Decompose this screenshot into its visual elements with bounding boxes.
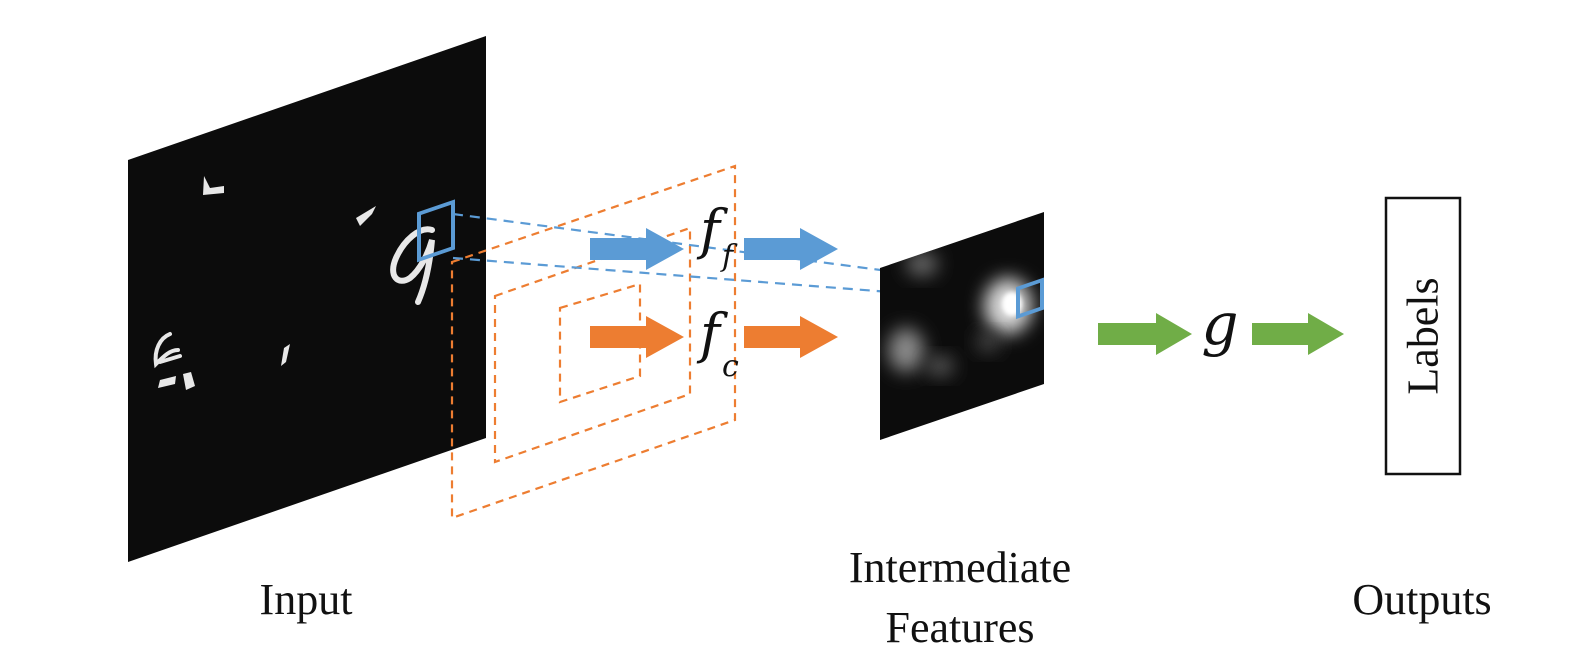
- fine-function-subscript: f: [720, 239, 738, 274]
- outputs-caption: Outputs: [1352, 575, 1491, 624]
- labels-box-frame: [1384, 196, 1462, 476]
- intermediate-feature-map: [880, 212, 1044, 440]
- block-right-arrow-icon: [1252, 313, 1344, 355]
- coarse-function-subscript: c: [722, 349, 739, 384]
- coarse-path-arrow-in: [590, 316, 684, 358]
- block-right-arrow-icon: [1098, 313, 1192, 355]
- intermediate-caption-line1: Intermediate: [849, 543, 1071, 592]
- coarse-window-medium: [493, 226, 692, 464]
- input-image-background: [128, 36, 486, 562]
- input-caption: Input: [260, 575, 353, 624]
- fine-function-symbol: ff: [696, 198, 738, 274]
- fine-projection-lines: [452, 212, 1019, 304]
- coarse-receptive-fields: [450, 164, 737, 520]
- coarse-window-small: [558, 282, 642, 404]
- aggregator-function-symbol: g: [1201, 290, 1238, 358]
- block-right-arrow-icon: [744, 316, 838, 358]
- block-right-arrow-icon: [590, 316, 684, 358]
- output-labels-box: Labels: [1384, 196, 1462, 476]
- input-digit-fragments: [153, 176, 435, 390]
- aggregation-arrow-out: [1252, 313, 1344, 355]
- block-right-arrow-icon: [590, 228, 684, 270]
- fine-path-arrow-out: [744, 228, 838, 270]
- input-image-panel: [128, 36, 486, 562]
- intermediate-caption-line2: Features: [885, 603, 1034, 652]
- coarse-window-large: [450, 164, 737, 520]
- coarse-path-arrow-out: [744, 316, 838, 358]
- block-right-arrow-icon: [744, 228, 838, 270]
- aggregation-arrow-in: [1098, 313, 1192, 355]
- labels-box-text: Labels: [1399, 277, 1448, 394]
- input-sliding-window: [417, 199, 455, 263]
- coarse-function-symbol: fc: [696, 302, 739, 384]
- fine-path-arrow-in: [590, 228, 684, 270]
- feature-window: [1016, 277, 1044, 320]
